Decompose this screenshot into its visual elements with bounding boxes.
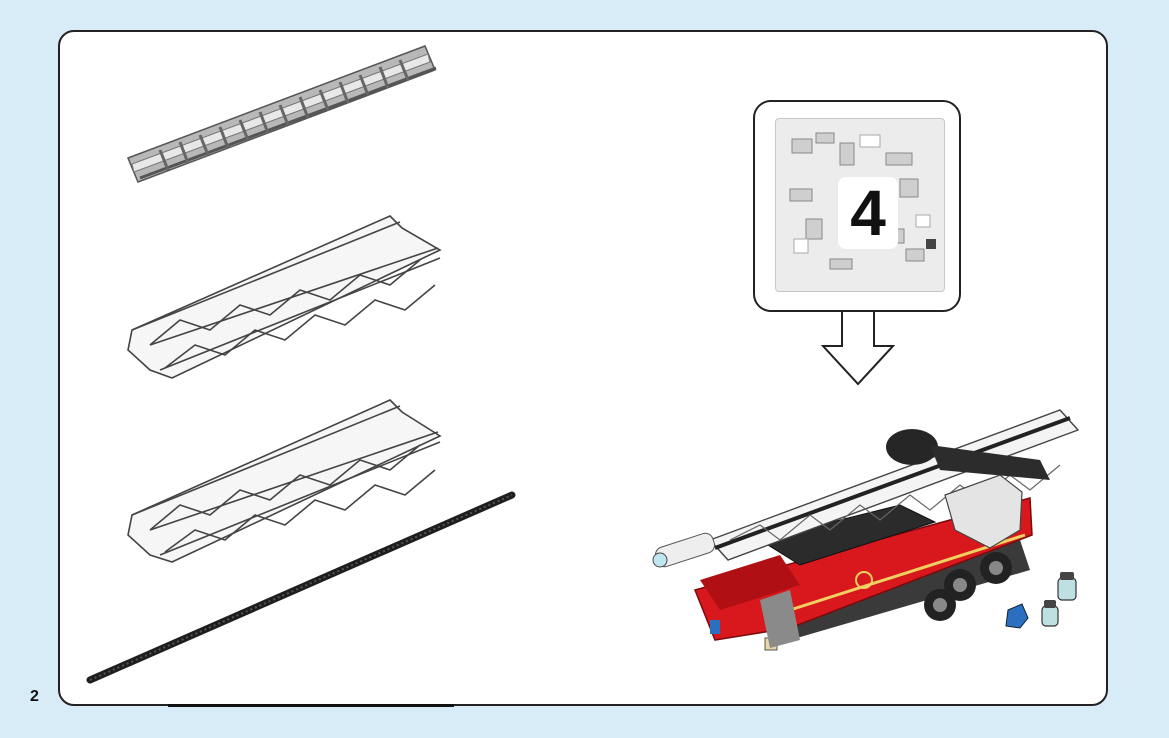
white-ladder-section-1: [127, 215, 442, 379]
loose-parts: [1005, 572, 1077, 629]
page-number: 2: [30, 688, 39, 705]
bottom-rule: [168, 704, 454, 707]
bag-callout: 4: [753, 100, 961, 312]
bag-contents: [789, 132, 936, 270]
white-ladder-section-2: [127, 399, 442, 563]
down-arrow-icon: [820, 309, 896, 386]
parts-bag: 4: [775, 118, 945, 292]
bag-number: 4: [838, 177, 898, 249]
fire-truck-model: [652, 409, 1080, 651]
gray-ladder: [127, 45, 437, 183]
black-hose: [86, 491, 516, 684]
